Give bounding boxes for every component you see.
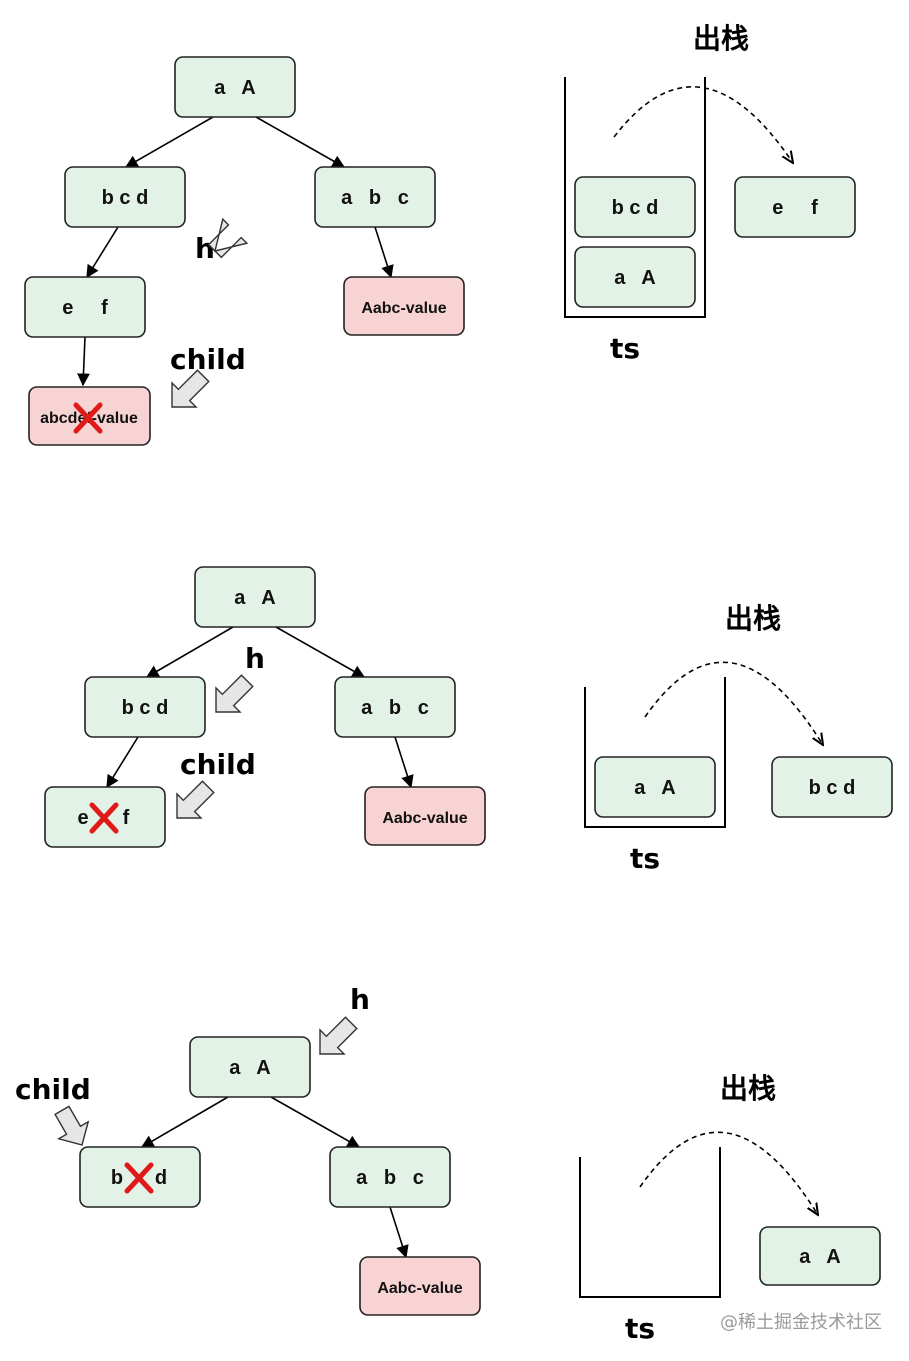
svg-text:a A: a A [634, 777, 676, 799]
popped-node: b c d [771, 756, 893, 818]
stack-item-bcd: b c d [574, 176, 696, 238]
h-label: h [350, 983, 370, 1016]
svg-text:b: b [111, 1167, 123, 1189]
svg-text:b c d: b c d [809, 777, 856, 799]
h-pointer-arrow [207, 217, 249, 259]
child-label: child [180, 748, 256, 781]
node-root: a A [189, 1036, 311, 1098]
svg-text:b c d: b c d [612, 197, 659, 219]
popped-node: e f [734, 176, 856, 238]
node-abc: a b c [314, 166, 436, 228]
leaf-aabc-value: Aabc-value [364, 786, 486, 846]
stack-container [579, 1147, 721, 1298]
stack-item-aA: a A [594, 756, 716, 818]
edge [106, 736, 139, 789]
h-pointer-arrow [215, 674, 254, 713]
node-ef: e f [24, 276, 146, 338]
edge [270, 1096, 361, 1148]
stack-item-aA: a A [574, 246, 696, 308]
edge [145, 626, 234, 678]
pop-label: 出栈 [693, 22, 749, 55]
stack-label-ts: ts [630, 842, 660, 875]
watermark: @稀土掘金技术社区 [720, 1312, 882, 1333]
svg-text:a A: a A [229, 1057, 271, 1079]
node-abc: a b c [329, 1146, 451, 1208]
cross-mark [89, 802, 119, 834]
child-label: child [170, 343, 246, 376]
svg-text:Aabc-value: Aabc-value [377, 1280, 462, 1297]
pop-arrow [644, 661, 823, 745]
svg-text:a A: a A [799, 1246, 841, 1268]
stack-container [564, 77, 706, 318]
child-pointer-arrow [176, 780, 215, 819]
leaf-aabc-value: Aabc-value [359, 1256, 481, 1316]
edge [255, 116, 346, 168]
leaf-aabc-value: Aabc-value [343, 276, 465, 336]
svg-text:a A: a A [234, 587, 276, 609]
panel-2: a A b c d a b c e f Aabc-value h child [44, 566, 893, 875]
svg-text:a b c: a b c [356, 1167, 424, 1189]
pop-label: 出栈 [720, 1072, 776, 1105]
svg-text:f: f [123, 807, 130, 829]
h-label: h [195, 232, 215, 265]
svg-text:e f: e f [62, 297, 108, 319]
svg-text:Aabc-value: Aabc-value [382, 810, 467, 827]
edge [389, 1206, 409, 1259]
panel-1: a A b c d a b c e f abcdef-value Aabc-va… [24, 22, 856, 446]
edge [86, 226, 119, 279]
node-abc: a b c [334, 676, 456, 738]
edge [275, 626, 366, 678]
child-label: child [15, 1073, 91, 1106]
popped-node: a A [759, 1226, 881, 1286]
stack-container [584, 677, 726, 828]
edge [394, 736, 414, 789]
svg-text:d: d [155, 1167, 167, 1189]
stack-label-ts: ts [610, 332, 640, 365]
cross-mark [124, 1162, 154, 1194]
node-root: a A [174, 56, 296, 118]
panel-3: a A b d a b c Aabc-value h child ts [15, 983, 881, 1345]
svg-text:e f: e f [772, 197, 818, 219]
pop-label: 出栈 [725, 602, 781, 635]
child-pointer-arrow [54, 1105, 90, 1146]
child-pointer-arrow [171, 369, 210, 408]
h-pointer-arrow [319, 1016, 358, 1055]
edge [374, 226, 394, 279]
svg-text:a b c: a b c [341, 187, 409, 209]
svg-text:a A: a A [614, 267, 656, 289]
edge [140, 1096, 229, 1148]
node-root: a A [194, 566, 316, 628]
cross-mark [73, 402, 103, 434]
pop-arrow [613, 86, 793, 163]
edge [124, 116, 214, 168]
edge [77, 336, 90, 387]
svg-text:Aabc-value: Aabc-value [361, 300, 446, 317]
node-bcd: b c d [64, 166, 186, 228]
svg-text:b c d: b c d [122, 697, 169, 719]
svg-text:e: e [77, 807, 88, 829]
svg-text:a b c: a b c [361, 697, 429, 719]
pop-arrow [639, 1131, 818, 1215]
svg-text:b c d: b c d [102, 187, 149, 209]
svg-text:a A: a A [214, 77, 256, 99]
node-bcd: b c d [84, 676, 206, 738]
stack-label-ts: ts [625, 1312, 655, 1345]
h-label: h [245, 642, 265, 675]
